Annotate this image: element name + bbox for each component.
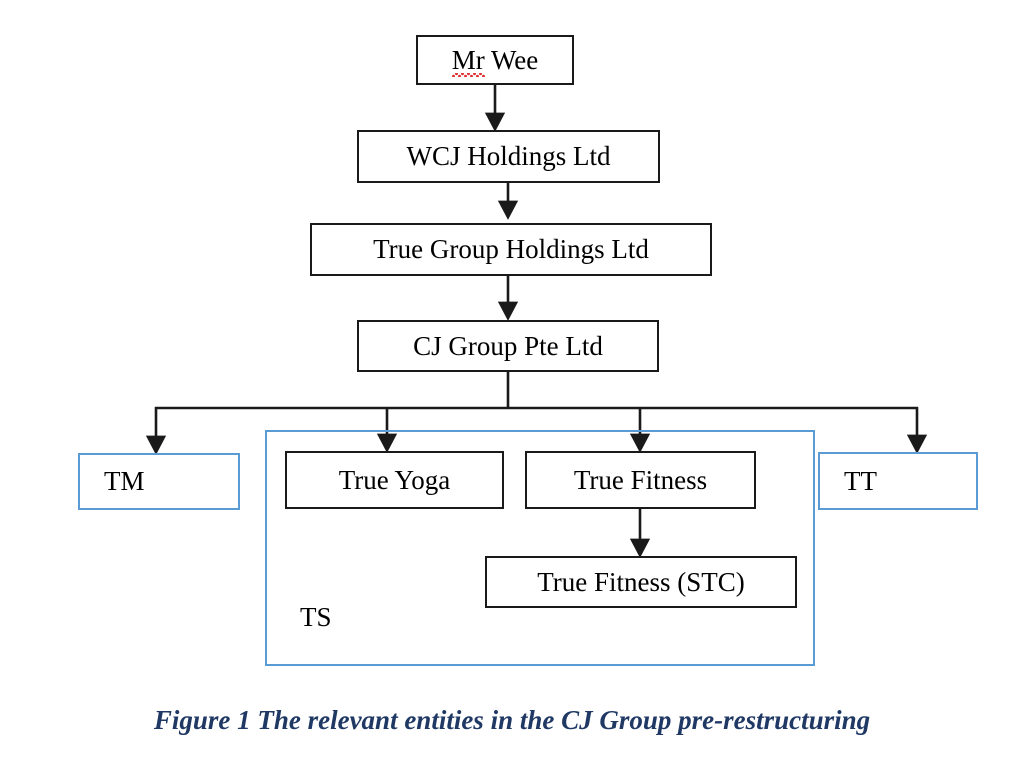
figure-caption: Figure 1 The relevant entities in the CJ…: [153, 705, 871, 735]
node-label-mr-wee: Mr Wee: [451, 44, 539, 77]
node-label-true-fitness: True Fitness: [573, 464, 708, 495]
node-label-cj-group: CJ Group Pte Ltd: [413, 330, 603, 361]
node-label-true-group-holdings: True Group Holdings Ltd: [373, 234, 649, 264]
node-label-wcj-holdings: WCJ Holdings Ltd: [406, 141, 611, 171]
group-box-ts: [265, 430, 815, 666]
node-tm[interactable]: TM: [78, 453, 240, 510]
node-true-yoga[interactable]: True Yoga: [285, 451, 504, 509]
node-true-group-holdings[interactable]: True Group Holdings Ltd: [310, 223, 712, 276]
node-label-tt: TT: [844, 465, 877, 496]
spellcheck-underline-mr: Mr: [451, 44, 485, 77]
node-label-tm: TM: [104, 466, 145, 496]
node-true-fitness[interactable]: True Fitness: [525, 451, 756, 509]
node-wcj-holdings[interactable]: WCJ Holdings Ltd: [357, 130, 660, 183]
group-label-ts: TS: [300, 602, 332, 632]
node-mr-wee[interactable]: Mr Wee: [416, 35, 574, 85]
node-tt[interactable]: TT: [818, 452, 978, 510]
node-true-fitness-stc[interactable]: True Fitness (STC): [485, 556, 797, 608]
node-label-true-fitness-stc: True Fitness (STC): [537, 566, 745, 597]
node-label-mr-wee-rest: Wee: [484, 44, 539, 75]
node-label-true-yoga: True Yoga: [338, 464, 451, 495]
node-cj-group[interactable]: CJ Group Pte Ltd: [357, 320, 659, 372]
